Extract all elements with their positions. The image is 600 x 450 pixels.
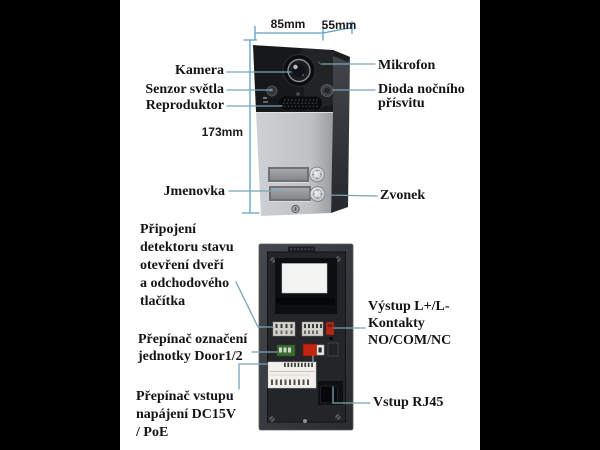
night-light-diode (320, 84, 334, 97)
light-sensor (266, 85, 278, 97)
aux-port (327, 342, 339, 357)
label-power-switch: Přepínač vstupu napájení DC15V / PoE (136, 389, 236, 440)
door-dip-switch (276, 344, 296, 357)
back-device-illustration (258, 243, 354, 431)
rj45-port (318, 381, 343, 405)
letterbox-right (480, 0, 600, 450)
speaker-grille (279, 96, 322, 110)
bottom-hole (303, 419, 307, 423)
microphone-hole (317, 61, 321, 64)
label-rj45: Vstup RJ45 (373, 395, 444, 410)
label-mikrofon: Mikrofon (378, 58, 436, 73)
vent-strip (288, 246, 315, 252)
card-slot (276, 298, 335, 305)
power-switch (302, 343, 325, 357)
label-dioda-line1: Dioda nočního (378, 82, 465, 97)
label-kamera: Kamera (175, 63, 224, 78)
label-dioda-line2: přísvitu (378, 96, 425, 111)
info-window (281, 263, 328, 294)
bell-button-1 (309, 166, 325, 183)
bell-button-2 (309, 186, 326, 202)
device-side-face (331, 50, 350, 213)
camera-lens (282, 54, 316, 87)
dimension-front-height: 173mm (201, 125, 243, 139)
label-reproduktor: Reproduktor (145, 98, 224, 113)
panel-marking (263, 97, 267, 99)
label-relay-output: Výstup L+/L- Kontakty NO/COM/NC (368, 299, 452, 348)
nameplate-window-2 (269, 186, 311, 202)
nameplate-window-1 (268, 167, 309, 183)
lock-logo-icon (291, 204, 300, 214)
status-dot (296, 92, 300, 96)
terminal-block-2 (301, 321, 324, 337)
label-door-detector: Připojení detektoru stavu otevření dveří… (140, 222, 234, 309)
dimension-front-width: 85mm (270, 17, 306, 31)
spec-label (267, 361, 317, 389)
panel-marking (263, 101, 268, 103)
label-zvonek: Zvonek (380, 188, 426, 203)
letterbox-left (0, 0, 120, 450)
terminal-block-1 (272, 321, 296, 337)
front-device-illustration (253, 45, 350, 216)
label-unit-switch: Přepínač označení jednotky Door1/2 (138, 332, 248, 364)
label-jmenovka: Jmenovka (163, 184, 225, 199)
dimension-side-depth: 55mm (321, 18, 357, 32)
label-senzor-svetla: Senzor světla (145, 82, 224, 97)
